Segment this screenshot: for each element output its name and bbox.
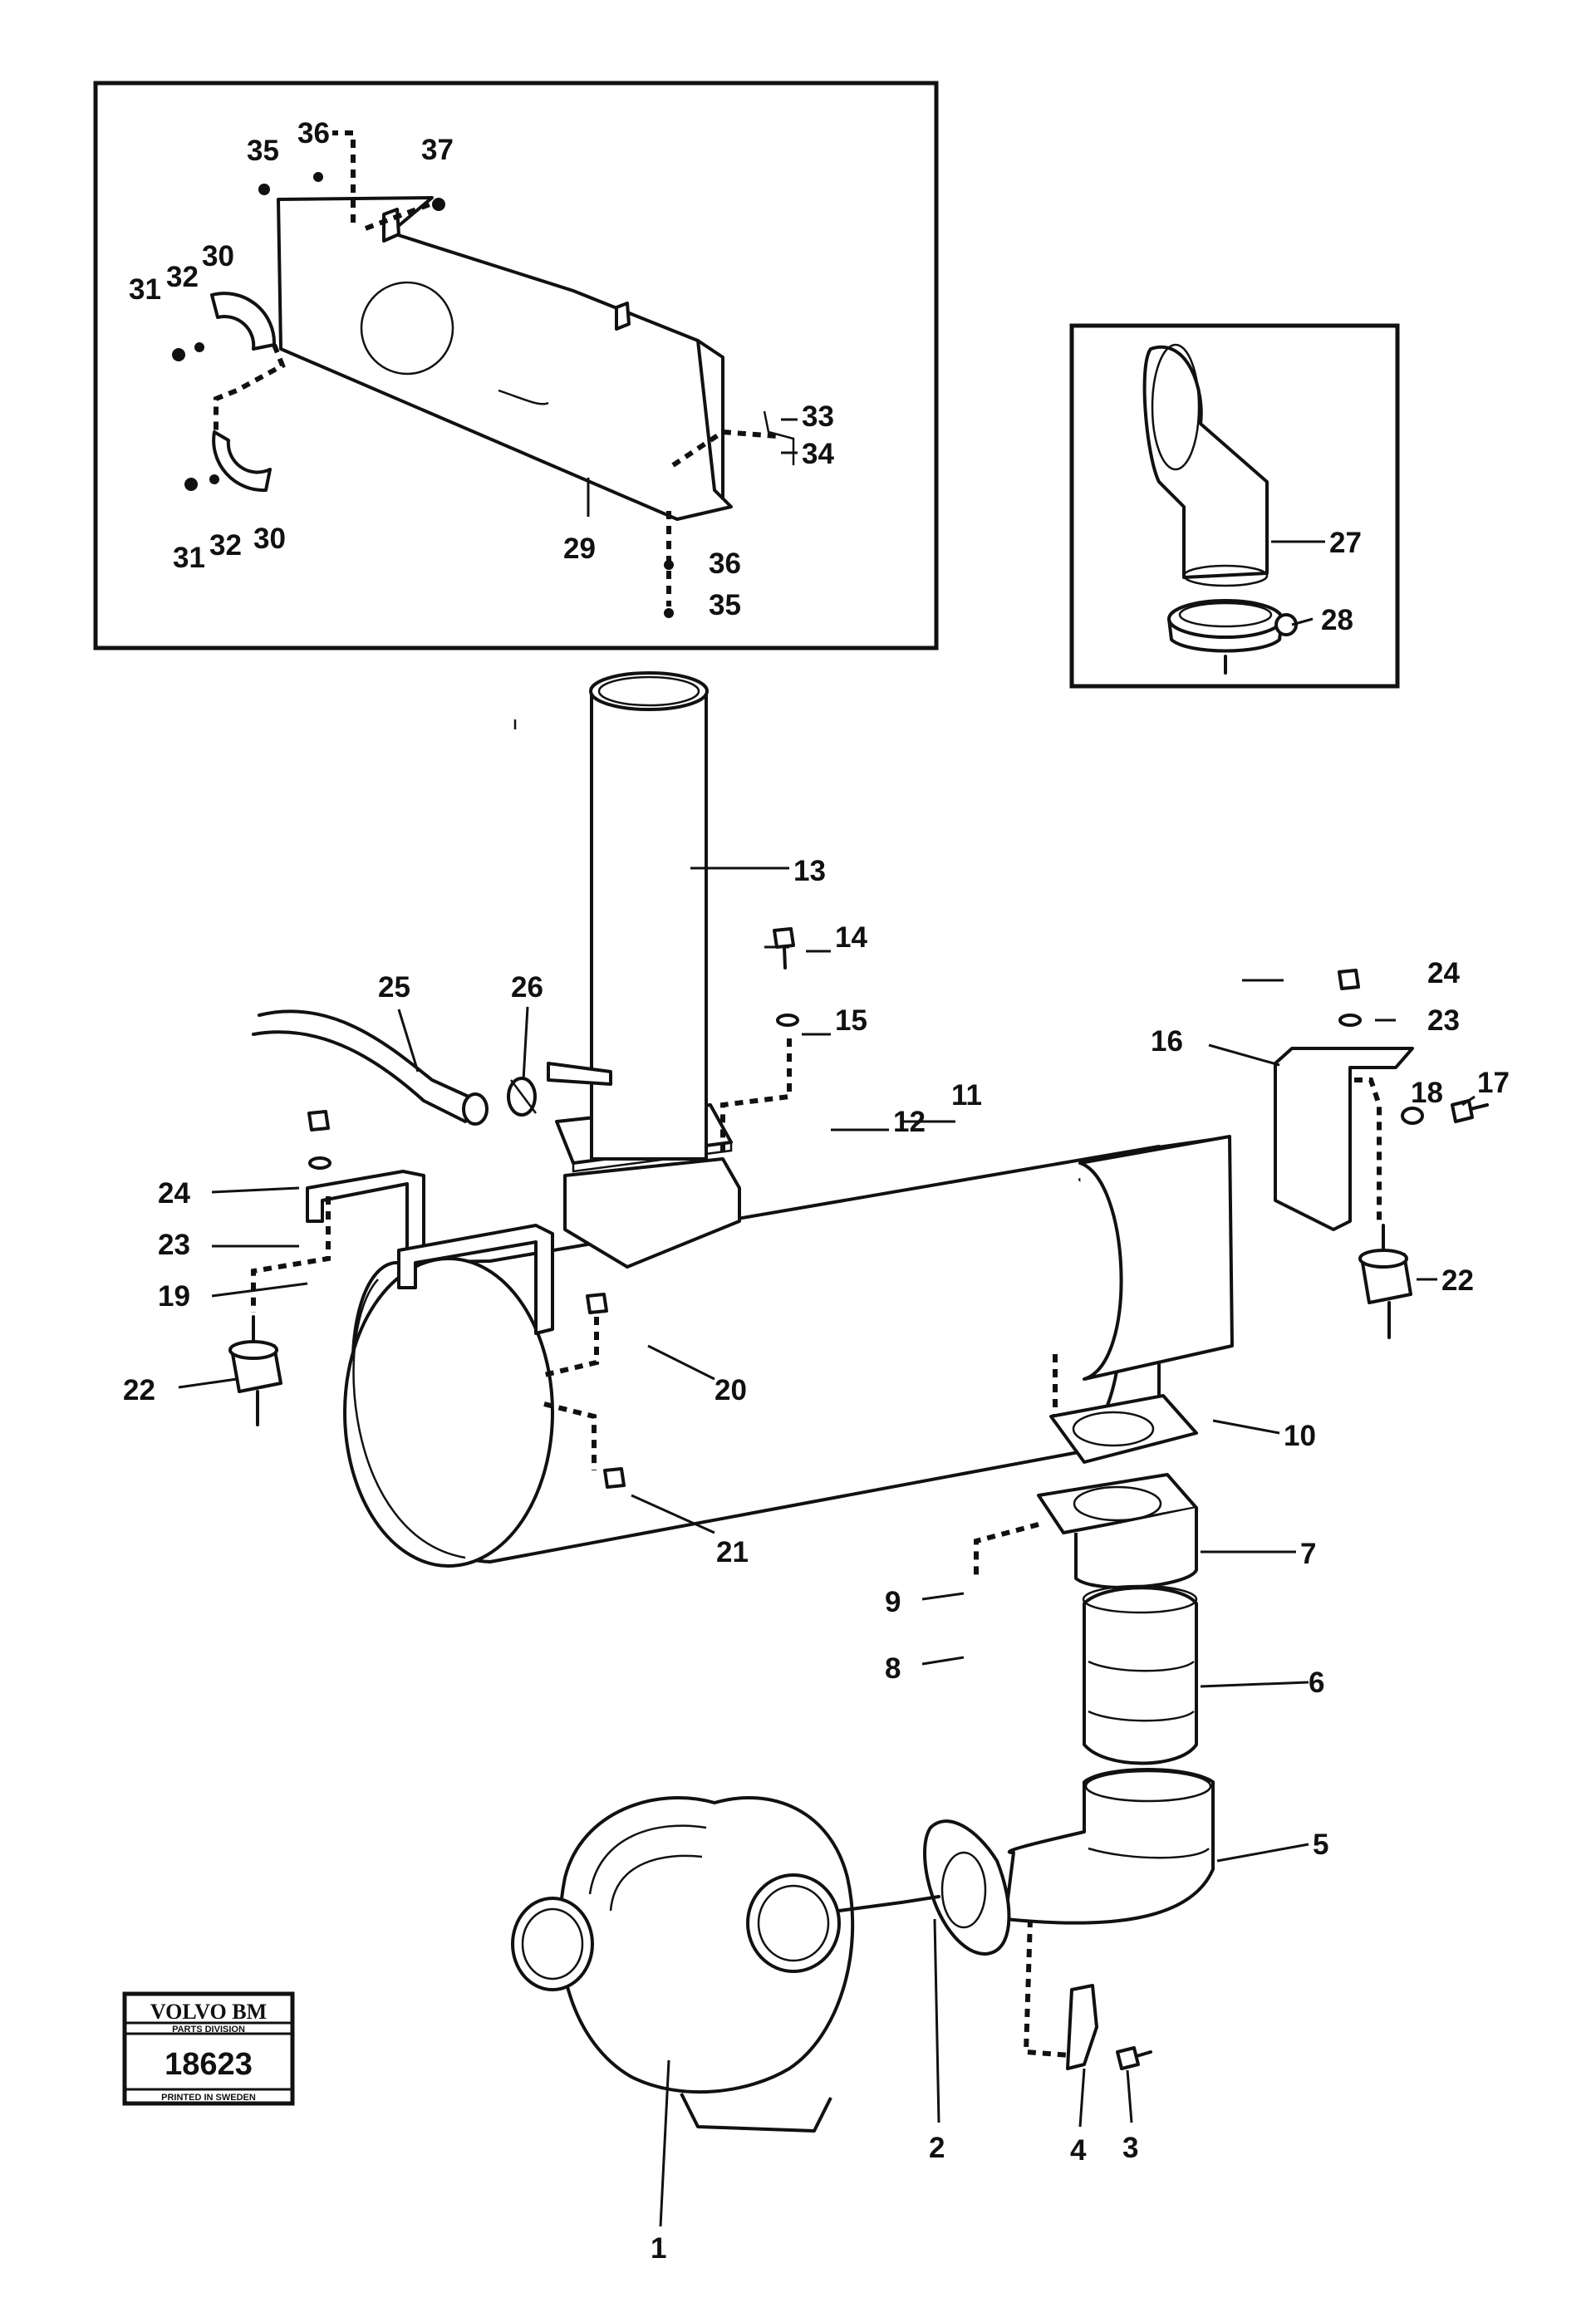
callout-31: 31 xyxy=(129,273,161,306)
callout-4: 4 xyxy=(1070,2134,1087,2167)
callout-23: 23 xyxy=(1427,1004,1460,1037)
callout-10: 10 xyxy=(1284,1420,1316,1452)
callout-36: 36 xyxy=(297,117,330,150)
callout-11: 11 xyxy=(951,1079,982,1112)
rain-cap-drawing xyxy=(1142,343,1298,675)
heat-shield-inset-frame xyxy=(93,81,939,650)
callout-35: 35 xyxy=(247,135,279,167)
callout-25: 25 xyxy=(378,971,410,1004)
callout-31: 31 xyxy=(173,542,205,574)
stamp-division: PARTS DIVISION xyxy=(172,2025,245,2035)
callout-24: 24 xyxy=(1427,957,1460,989)
callout-9: 9 xyxy=(885,1586,901,1618)
callout-36: 36 xyxy=(709,547,741,580)
rain-cap-inset-frame xyxy=(1069,323,1400,689)
callout-34: 34 xyxy=(802,438,834,470)
callout-35: 35 xyxy=(709,589,741,621)
callout-22: 22 xyxy=(123,1374,155,1406)
callout-29: 29 xyxy=(563,533,596,565)
stamp-printed: PRINTED IN SWEDEN xyxy=(161,2093,256,2103)
callout-28: 28 xyxy=(1321,604,1353,636)
main-assembly-drawing xyxy=(228,671,1489,2133)
volvo-bm-stamp: VOLVO BM PARTS DIVISION 18623 PRINTED IN… xyxy=(122,1991,295,2106)
callout-32: 32 xyxy=(166,261,199,293)
callout-20: 20 xyxy=(715,1374,747,1406)
heat-shield-drawing xyxy=(172,130,795,618)
leader-lines xyxy=(178,418,1476,2227)
callout-30: 30 xyxy=(253,523,286,555)
callout-8: 8 xyxy=(885,1652,901,1685)
callout-18: 18 xyxy=(1411,1077,1443,1109)
callout-16: 16 xyxy=(1151,1025,1183,1058)
callout-5: 5 xyxy=(1313,1828,1328,1861)
callout-22: 22 xyxy=(1441,1264,1474,1297)
callout-15: 15 xyxy=(835,1004,867,1037)
callout-26: 26 xyxy=(511,971,543,1004)
callout-14: 14 xyxy=(835,921,867,954)
callout-33: 33 xyxy=(802,400,834,433)
callout-1: 1 xyxy=(651,2232,666,2265)
callout-7: 7 xyxy=(1300,1538,1316,1570)
stamp-brand: VOLVO BM xyxy=(150,2000,267,2024)
callout-21: 21 xyxy=(716,1536,749,1568)
callout-13: 13 xyxy=(793,855,826,887)
callout-2: 2 xyxy=(929,2132,945,2164)
callout-24: 24 xyxy=(158,1177,190,1210)
callout-6: 6 xyxy=(1309,1667,1324,1699)
callout-3: 3 xyxy=(1122,2132,1138,2164)
callout-30: 30 xyxy=(202,240,234,272)
callout-17: 17 xyxy=(1477,1067,1510,1099)
stamp-number: 18623 xyxy=(165,2047,253,2082)
callout-32: 32 xyxy=(209,529,242,562)
callout-27: 27 xyxy=(1329,527,1362,559)
callout-37: 37 xyxy=(421,134,454,166)
callout-labels: 35 36 37 31 32 30 33 34 31 32 30 29 36 3… xyxy=(123,117,1510,2265)
callout-23: 23 xyxy=(158,1229,190,1261)
callout-12: 12 xyxy=(893,1106,926,1138)
callout-19: 19 xyxy=(158,1280,190,1313)
